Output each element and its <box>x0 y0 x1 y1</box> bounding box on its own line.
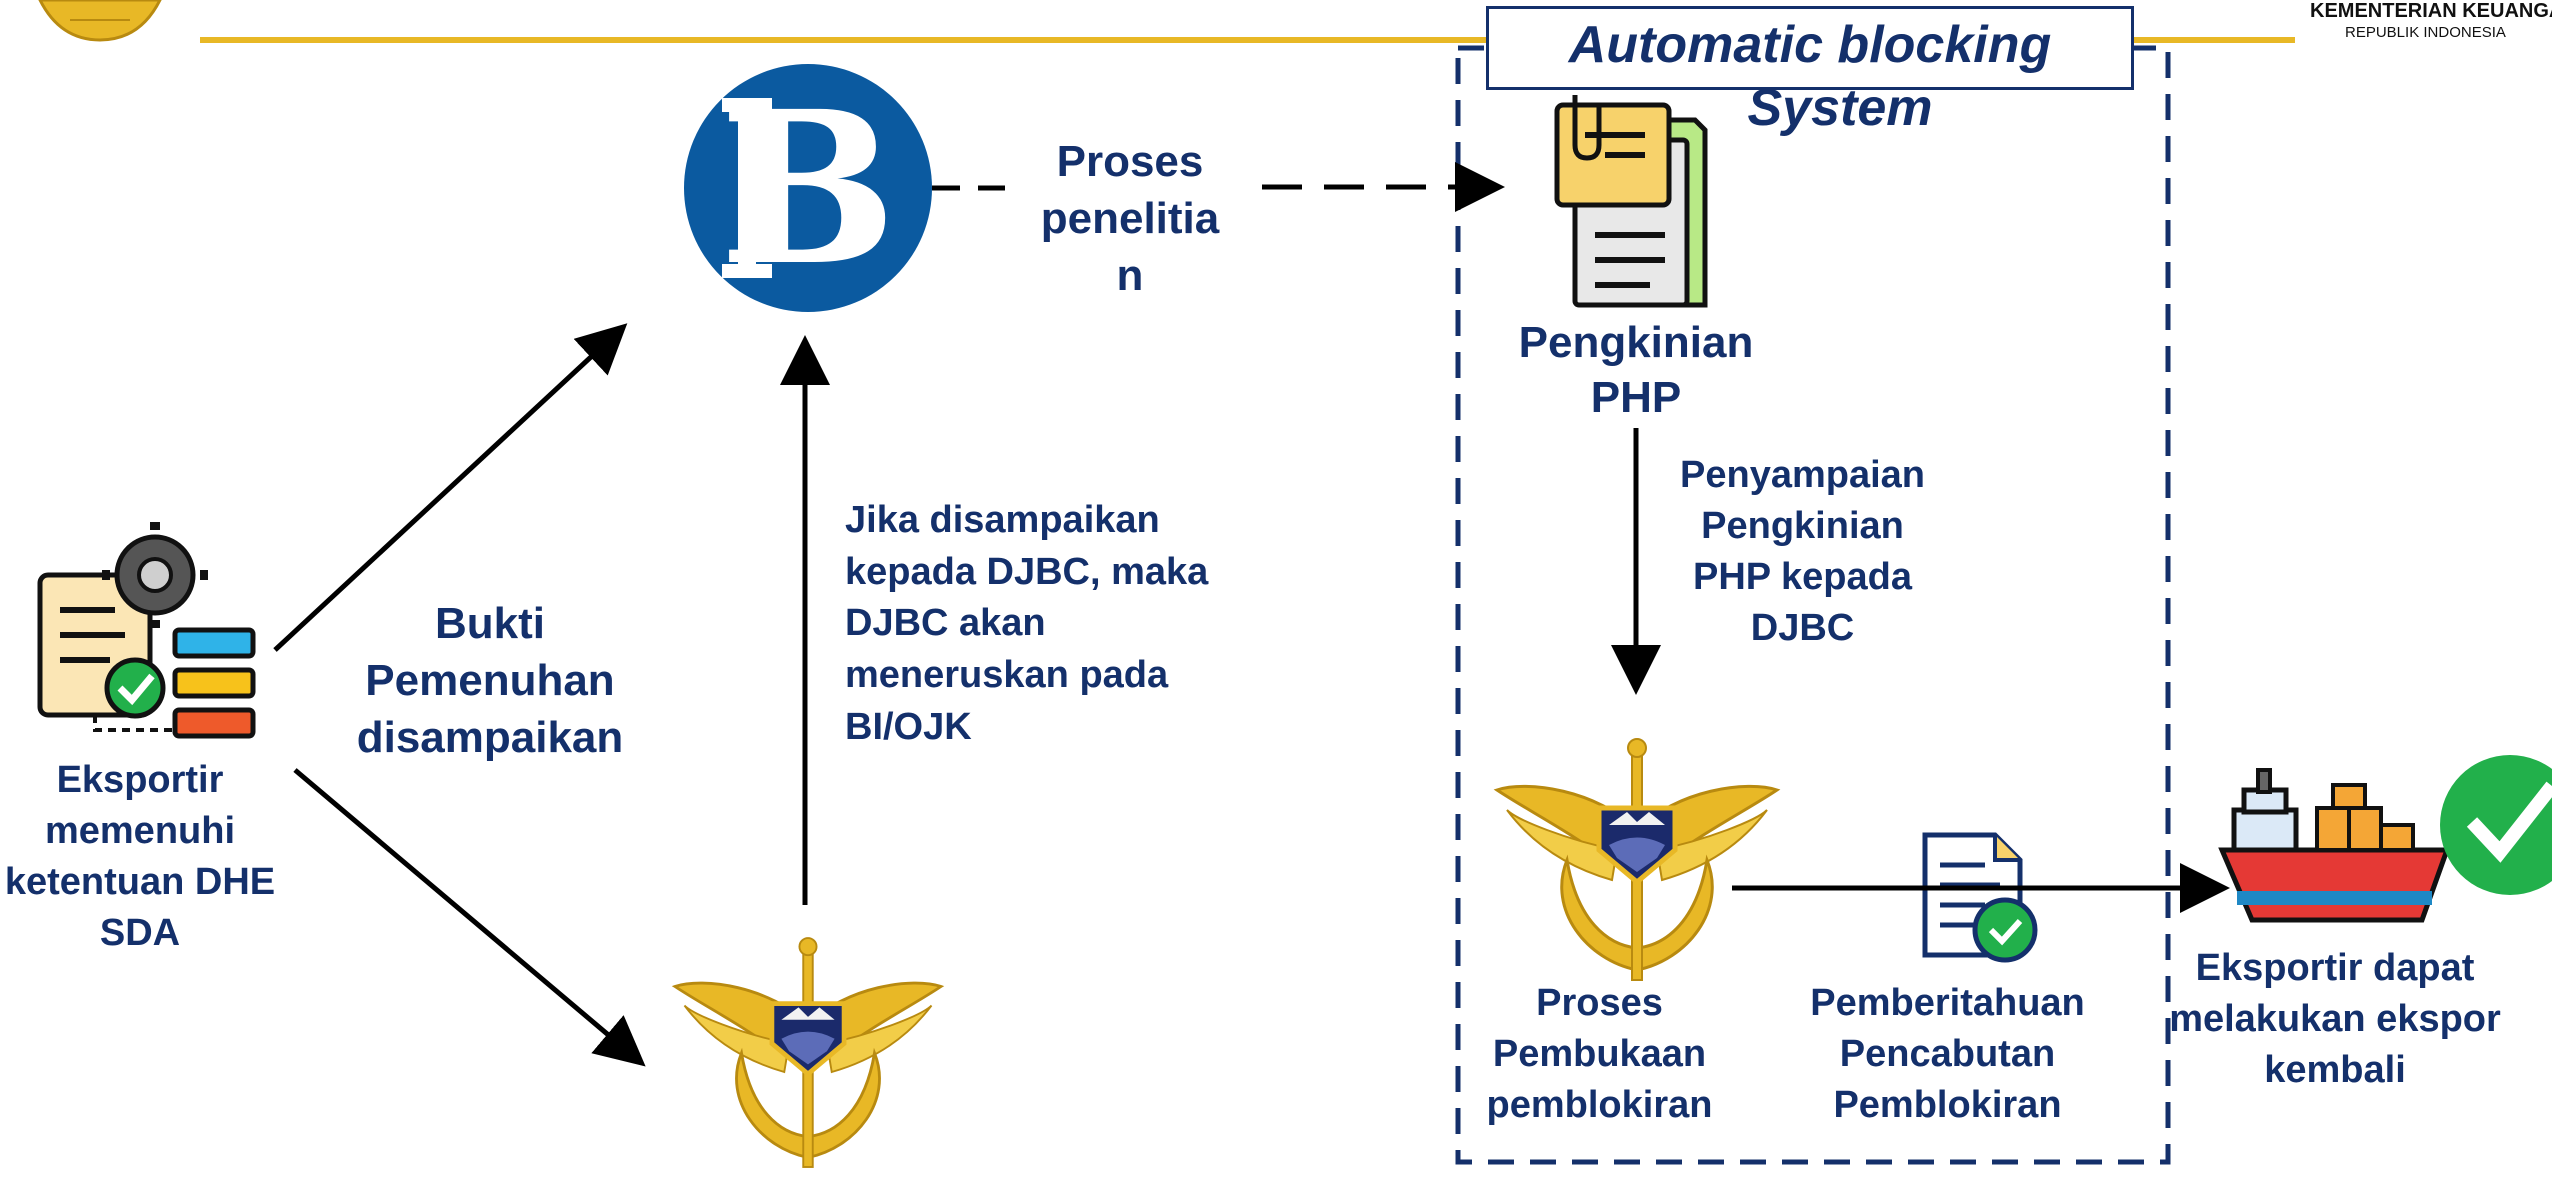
header-gold-rule <box>200 37 2295 43</box>
document-icon <box>1554 95 1708 308</box>
arrow-exporter-to-bi <box>273 323 628 652</box>
customs-emblem-icon <box>1497 739 1777 980</box>
system-title: Automatic blocking System <box>1568 16 2052 138</box>
checkmark-icon <box>2440 755 2552 895</box>
cargo-ship-icon <box>2218 768 2451 923</box>
arrow-exporter-to-djbc <box>293 768 646 1067</box>
customs-emblem-icon <box>675 938 941 1167</box>
ministry-emblem-icon <box>38 0 162 42</box>
org-name: KEMENTERIAN KEUANGAN <box>2310 0 2552 22</box>
bank-indonesia-logo-icon: B <box>684 64 932 312</box>
document-check-icon <box>1922 832 2038 963</box>
exporter-process-icon <box>37 522 256 739</box>
org-sub: REPUBLIK INDONESIA <box>2345 24 2506 41</box>
system-title-box <box>1486 6 2134 90</box>
